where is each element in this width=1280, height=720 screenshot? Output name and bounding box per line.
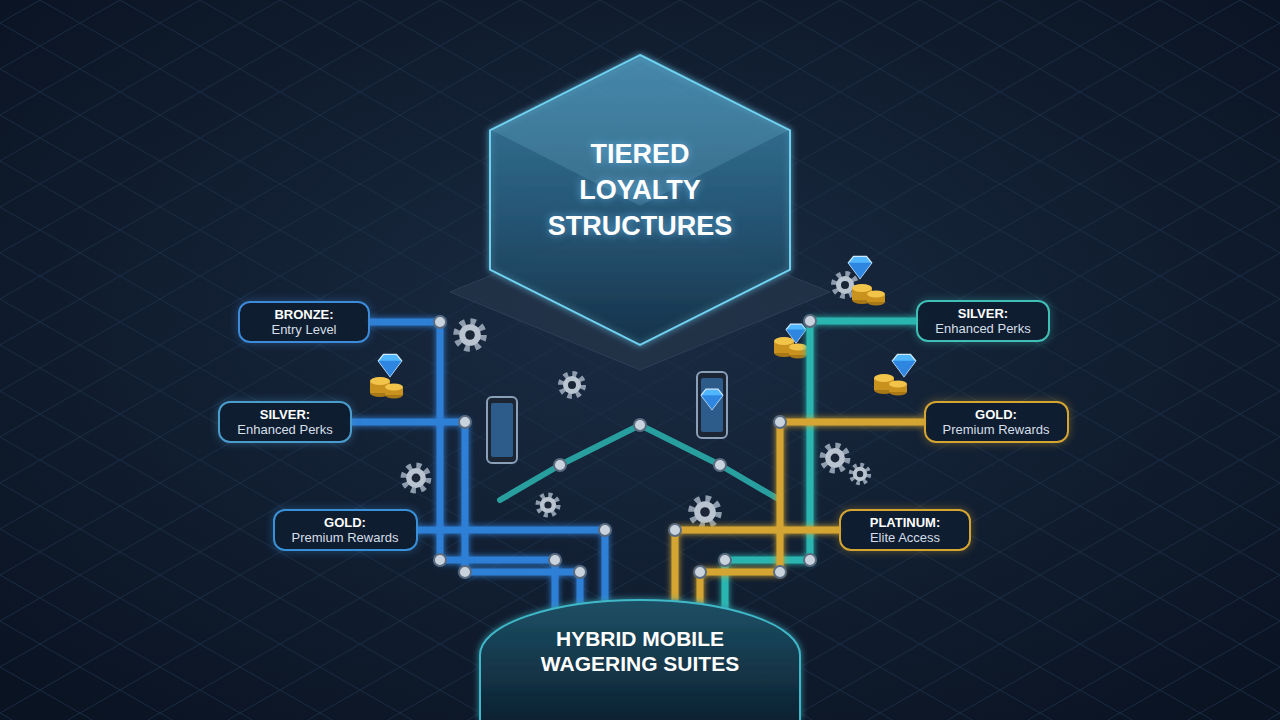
tier-name: SILVER: [958,306,1008,321]
junction-dot [804,315,816,327]
diamond-icon [848,256,871,278]
junction-dot [694,566,706,578]
cube-node: TIERED LOYALTY STRUCTURES [490,55,790,345]
junction-dot [549,554,561,566]
coin-stack [774,337,807,359]
tier-name: PLATINUM: [870,515,941,530]
phone-icon [697,372,727,438]
junction-dot [459,416,471,428]
gear-icon [823,446,847,470]
tier-description: Enhanced Perks [935,321,1030,336]
junction-dot [804,554,816,566]
tier-pill: PLATINUM:Elite Access [839,509,971,551]
tier-pill: GOLD:Premium Rewards [273,509,418,551]
diamond-icon [892,354,915,376]
tier-pill: GOLD:Premium Rewards [924,401,1069,443]
tier-pill: SILVER:Enhanced Perks [218,401,352,443]
gear-icon [457,322,483,348]
junction-dot [719,554,731,566]
tier-name: GOLD: [324,515,366,530]
cube-shape [490,55,790,345]
junction-dot [774,566,786,578]
tier-description: Elite Access [870,530,940,545]
tier-pill: SILVER:Enhanced Perks [916,300,1050,342]
junction-dot [554,459,566,471]
coin-stack [852,284,885,306]
tier-description: Entry Level [271,322,336,337]
dome-shape [480,600,800,720]
tier-name: SILVER: [260,407,310,422]
connector [725,321,916,608]
junction-dot [574,566,586,578]
tier-description: Premium Rewards [292,530,399,545]
coin-stack [874,374,907,396]
gear-icon [851,465,869,483]
connector [418,530,606,601]
diamond-icon [378,354,401,376]
node-label: HYBRID MOBILE WAGERING SUITES [505,626,775,676]
tier-pill: BRONZE:Entry Level [238,301,370,343]
gear-icon [538,495,558,515]
junction-dot [459,566,471,578]
junction-dot [434,554,446,566]
gear-icon [404,466,428,490]
tier-name: BRONZE: [274,307,333,322]
node-label: TIERED LOYALTY STRUCTURES [530,136,750,244]
hub-dome: HYBRID MOBILE WAGERING SUITES [480,600,800,720]
tier-description: Premium Rewards [943,422,1050,437]
gear-icon [692,499,718,525]
junction-dot [774,416,786,428]
connector [675,530,839,601]
junction-dot [599,524,611,536]
phone-icon [487,397,517,463]
junction-dot [434,316,446,328]
tier-description: Enhanced Perks [237,422,332,437]
coin-stack [370,377,403,399]
diamond-icon [786,324,806,343]
tier-name: GOLD: [975,407,1017,422]
junction-dot [669,524,681,536]
gear-icon [561,374,583,396]
diamond-icon [701,389,723,409]
connector [637,345,644,600]
junction-dot [714,459,726,471]
